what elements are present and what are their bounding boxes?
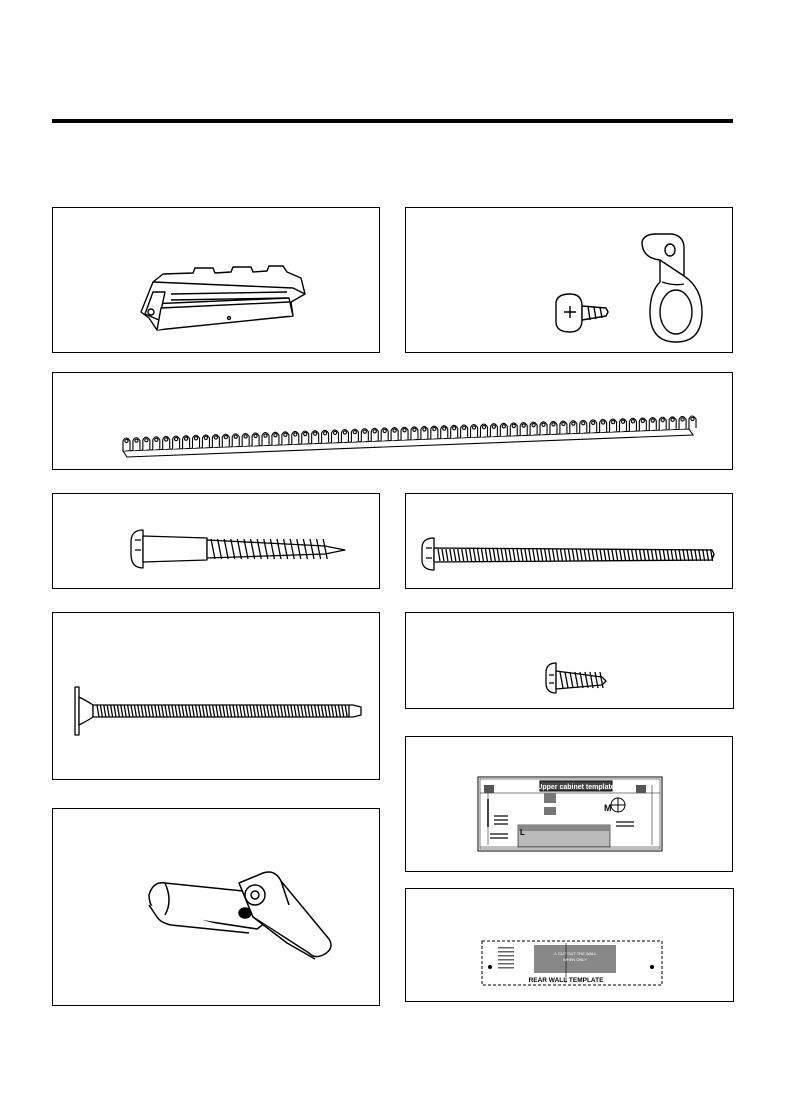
rear-template-title: REAR WALL TEMPLATE xyxy=(529,977,605,984)
part-box-cable-strip xyxy=(52,372,733,470)
part-box-butterfly-toggle xyxy=(52,808,380,1006)
part-box-screw-and-clip xyxy=(405,207,733,353)
toggle-bolt-illustration xyxy=(74,686,362,736)
part-box-lag-screw xyxy=(52,493,380,589)
upper-template-corner-m: M xyxy=(604,803,612,813)
cable-strip-illustration xyxy=(121,415,697,458)
upper-template-corner-l: L xyxy=(520,828,525,837)
screw-and-clip-illustration xyxy=(555,233,703,343)
part-box-machine-bolt xyxy=(405,493,733,589)
butterfly-toggle-illustration xyxy=(148,871,332,960)
upper-cabinet-template-illustration: Upper cabinet template L M xyxy=(477,776,663,852)
machine-bolt-illustration xyxy=(421,537,715,571)
part-box-toggle-bolt xyxy=(52,612,380,780)
rear-wall-template-illustration: ⚠ CUT OUT THE WALL WHEN ONLY REAR WALL T… xyxy=(481,940,663,986)
part-box-upper-cabinet-template: Upper cabinet template L M xyxy=(405,736,733,872)
rear-template-banner-line1: ⚠ CUT OUT THE WALL xyxy=(553,951,597,956)
part-box-mounting-bracket xyxy=(52,207,380,353)
part-box-rear-wall-template: ⚠ CUT OUT THE WALL WHEN ONLY REAR WALL T… xyxy=(405,888,734,1002)
upper-template-banner: Upper cabinet template xyxy=(537,784,615,791)
lag-screw-illustration xyxy=(130,529,346,569)
mounting-bracket-illustration xyxy=(140,265,306,331)
rear-template-banner-line2: WHEN ONLY xyxy=(563,957,587,962)
truss-screw-illustration xyxy=(545,662,607,694)
part-box-truss-screw xyxy=(405,612,734,709)
header-rule xyxy=(52,119,733,123)
